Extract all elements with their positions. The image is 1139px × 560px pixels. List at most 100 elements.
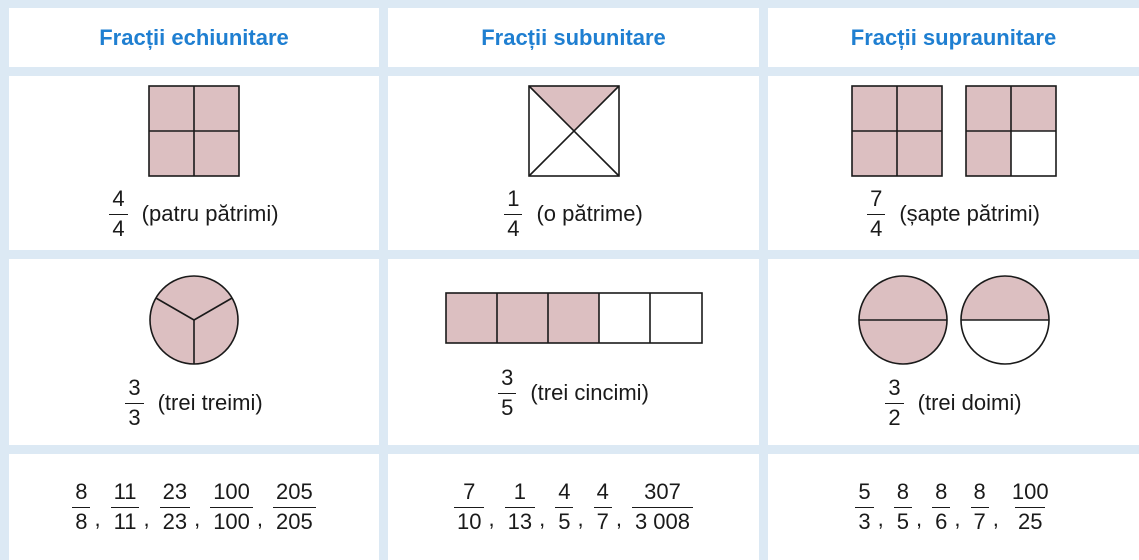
denominator: 2 xyxy=(885,402,904,430)
fraction: 3 3 xyxy=(125,375,144,430)
comma-separator: , xyxy=(256,505,264,531)
denominator: 4 xyxy=(109,213,128,241)
circle-halves-full-diagram xyxy=(857,275,948,366)
numerator: 7 xyxy=(463,479,476,505)
denominator: 5 xyxy=(893,506,913,534)
comma-separator: , xyxy=(94,505,101,531)
comma-separator: , xyxy=(143,505,150,531)
fraction-label: (șapte pătrimi) xyxy=(899,201,1040,226)
denominator: 8 xyxy=(72,506,91,534)
comma-separator: , xyxy=(615,505,622,531)
cell-three-fifths: 3 5 (trei cincimi) xyxy=(388,259,759,445)
caption-seven-fourths: 7 4 (șapte pătrimi) xyxy=(867,187,1040,240)
denominator: 5 xyxy=(555,506,574,534)
numerator: 11 xyxy=(113,479,137,505)
fraction: 4 4 xyxy=(109,186,128,241)
denominator: 5 xyxy=(498,392,517,420)
fraction: 7 4 xyxy=(867,187,886,241)
circle-thirds-diagram xyxy=(149,275,239,366)
square-diagonals-diagram xyxy=(527,85,620,178)
denominator: 13 xyxy=(504,506,536,534)
numerator: 8 xyxy=(935,479,948,505)
numerator: 3 xyxy=(501,365,514,391)
numerator: 3 xyxy=(128,375,141,401)
figure-two-circles xyxy=(857,274,1051,366)
numerator: 4 xyxy=(558,479,571,505)
header-subunitare: Fracții subunitare xyxy=(388,8,759,67)
denominator: 100 xyxy=(210,506,253,534)
denominator: 4 xyxy=(504,213,523,241)
numerator: 4 xyxy=(596,479,609,505)
header-echiunitare: Fracții echiunitare xyxy=(9,8,379,67)
comma-separator: , xyxy=(194,505,201,531)
denominator: 7 xyxy=(593,506,612,534)
figure-two-squares xyxy=(850,85,1057,178)
fraction-label: (trei cincimi) xyxy=(530,380,649,405)
numerator: 3 xyxy=(888,375,901,401)
comma-separator: , xyxy=(916,505,923,531)
header-supraunitare: Fracții supraunitare xyxy=(768,8,1139,67)
numerator: 100 xyxy=(1011,479,1049,505)
numerator: 5 xyxy=(858,479,871,505)
denominator: 7 xyxy=(970,506,989,534)
figure-bar-fifths xyxy=(444,292,703,345)
fraction-label: (patru pătrimi) xyxy=(141,201,279,226)
denominator: 3 008 xyxy=(631,506,694,534)
denominator: 25 xyxy=(1015,506,1046,534)
denominator: 10 xyxy=(453,506,485,534)
cell-one-fourth: 1 4 (o pătrime) xyxy=(388,76,759,250)
comma-separator: , xyxy=(488,505,495,531)
denominator: 23 xyxy=(159,506,191,534)
figure-square-diagonal xyxy=(527,85,620,178)
numerator: 23 xyxy=(162,479,188,505)
numerator: 8 xyxy=(75,479,88,505)
fraction-label: (trei doimi) xyxy=(917,390,1022,415)
cell-three-thirds: 3 3 (trei treimi) xyxy=(9,259,379,445)
figure-square-4-shaded xyxy=(148,85,240,178)
figure-circle-thirds xyxy=(148,274,240,366)
caption-one-fourth: 1 4 (o pătrime) xyxy=(504,187,643,240)
denominator: 6 xyxy=(932,506,951,534)
cell-seven-fourths: 7 4 (șapte pătrimi) xyxy=(768,76,1139,250)
caption-three-thirds: 3 3 (trei treimi) xyxy=(125,375,263,430)
denominator: 3 xyxy=(855,506,874,534)
numerator: 100 xyxy=(213,479,250,505)
caption-three-fifths: 3 5 (trei cincimi) xyxy=(498,366,649,419)
caption-four-fourths: 4 4 (patru pătrimi) xyxy=(109,186,279,241)
fraction: 1 4 xyxy=(504,187,523,241)
comma-separator: , xyxy=(992,505,999,531)
square-quarters-diagram xyxy=(148,85,240,178)
numerator: 1 xyxy=(513,479,526,505)
denominator: 4 xyxy=(867,213,886,241)
comma-separator: , xyxy=(877,505,884,531)
numerator: 4 xyxy=(112,186,125,212)
fraction: 3 5 xyxy=(498,365,517,420)
numerator: 307 xyxy=(644,479,681,505)
cell-three-halves: 3 2 (trei doimi) xyxy=(768,259,1139,445)
fraction-label: (trei treimi) xyxy=(157,390,263,415)
comma-separator: , xyxy=(539,505,546,531)
denominator: 205 xyxy=(273,506,316,534)
caption-three-halves: 3 2 (trei doimi) xyxy=(885,375,1022,430)
square-three-quarters-diagram xyxy=(964,85,1057,178)
circle-half-diagram xyxy=(959,275,1050,366)
numerator: 205 xyxy=(276,479,313,505)
denominator: 3 xyxy=(125,402,144,430)
cell-four-fourths: 4 4 (patru pătrimi) xyxy=(9,76,379,250)
